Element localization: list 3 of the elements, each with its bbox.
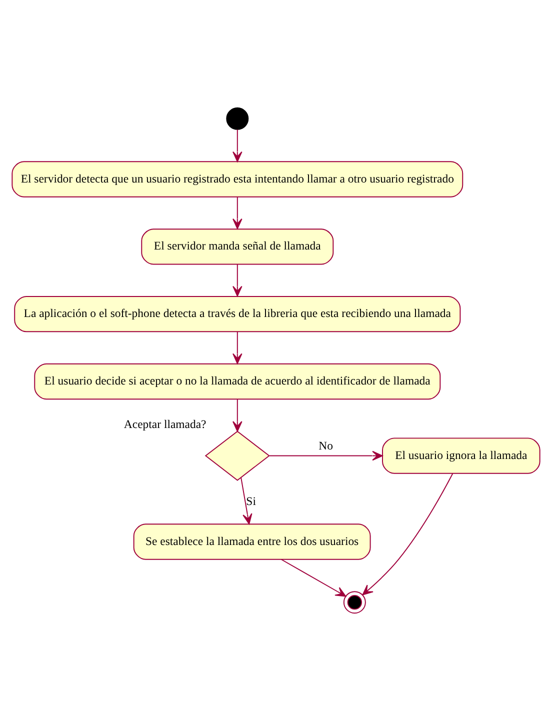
node-label: Aceptar llamada? bbox=[124, 418, 206, 432]
edge-label: No bbox=[318, 440, 333, 453]
edge-label: Si bbox=[246, 495, 256, 508]
